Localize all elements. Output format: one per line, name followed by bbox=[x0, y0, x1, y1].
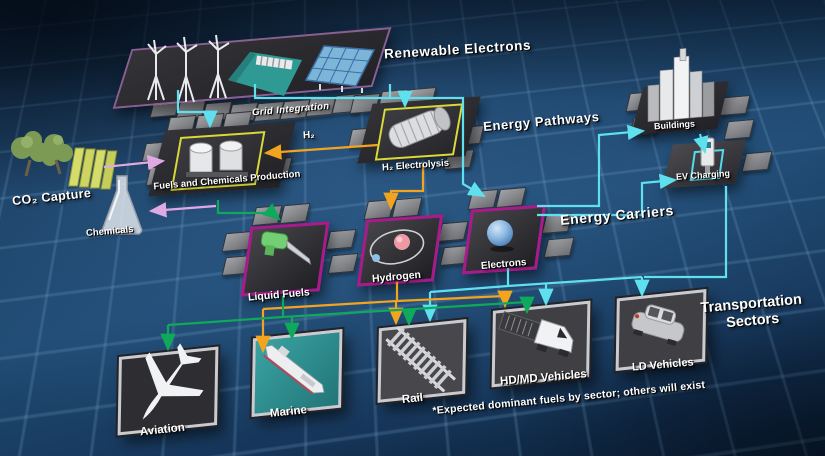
floor-tile bbox=[437, 220, 469, 243]
floor-tile bbox=[467, 188, 499, 211]
floor-tile bbox=[279, 202, 311, 225]
floor-tile bbox=[723, 118, 755, 141]
floor-tile bbox=[543, 236, 575, 259]
floor-tile bbox=[327, 252, 359, 275]
floor-tile bbox=[495, 186, 527, 209]
floor-tile bbox=[391, 196, 423, 219]
liquid-fuels-box bbox=[240, 221, 330, 297]
floor-tile bbox=[325, 228, 357, 251]
rail-label: Rail bbox=[401, 391, 424, 407]
aviation-tile bbox=[117, 346, 219, 436]
floor-tile bbox=[363, 198, 395, 221]
floor-tile bbox=[251, 204, 283, 227]
floor-tile bbox=[741, 150, 773, 173]
h2-flow-label: H₂ bbox=[302, 129, 316, 142]
rail-tile bbox=[377, 319, 467, 403]
marine-tile bbox=[251, 329, 343, 417]
electrolysis-box bbox=[374, 103, 464, 161]
